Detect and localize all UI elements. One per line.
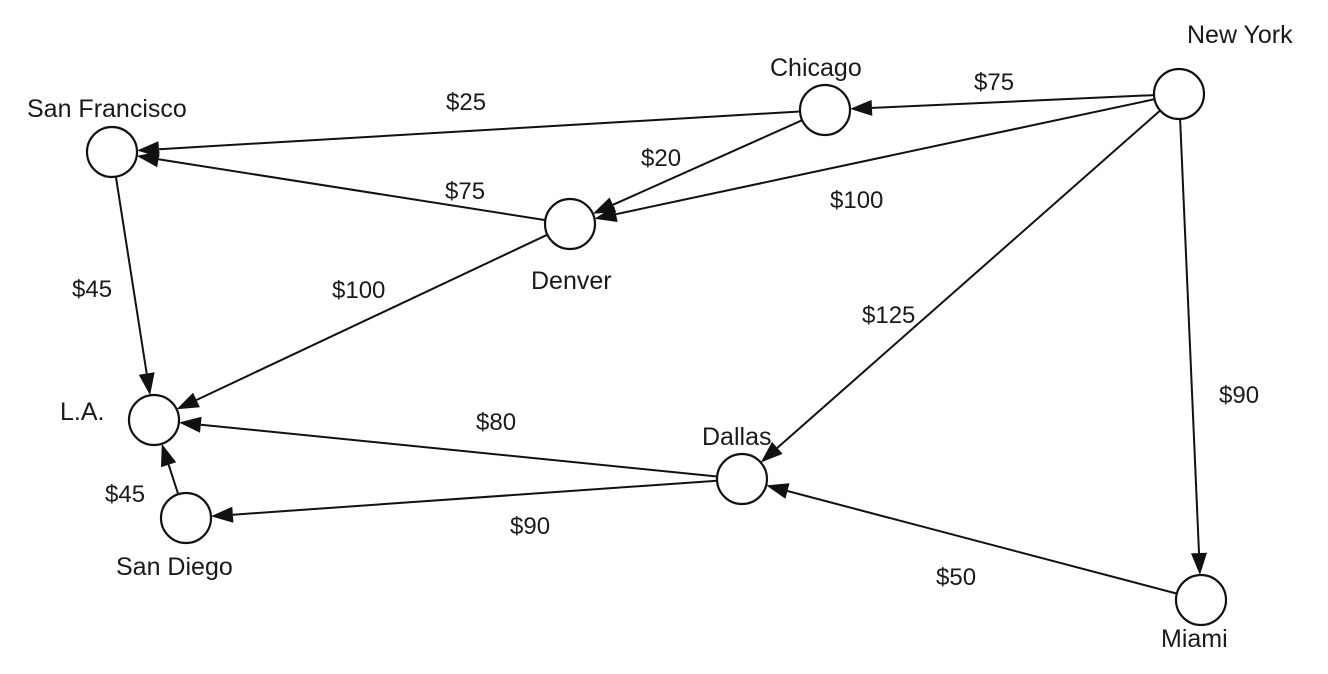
node-miami xyxy=(1174,573,1228,627)
label-chicago: Chicago xyxy=(770,54,862,82)
arrowhead-dallas-sandiego xyxy=(210,506,234,523)
node-layer xyxy=(85,67,1228,627)
arrowhead-sandiego-la xyxy=(161,443,177,468)
label-layer: New York Chicago San Francisco Denver L.… xyxy=(27,21,1293,653)
label-la: L.A. xyxy=(60,398,104,426)
edge-ny-chicago xyxy=(871,94,1155,109)
cost-label-dallas-la: $80 xyxy=(476,409,516,436)
edge-layer xyxy=(114,94,1207,595)
label-dallas: Dallas xyxy=(702,423,771,451)
edge-denver-la xyxy=(196,233,548,401)
cost-label-sandiego-la: $45 xyxy=(105,481,145,508)
edge-ny-dallas xyxy=(776,109,1161,449)
edge-chicago-sf xyxy=(158,110,801,151)
label-denver: Denver xyxy=(531,267,612,295)
node-la xyxy=(127,393,181,447)
arrowhead-sf-la xyxy=(138,372,155,396)
node-chicago xyxy=(798,83,852,137)
cost-label-ny-dallas: $125 xyxy=(862,302,915,329)
node-san-diego xyxy=(159,491,213,545)
edge-ny-denver xyxy=(615,98,1155,216)
node-san-francisco xyxy=(85,125,139,179)
edge-sandiego-la xyxy=(167,464,180,495)
cost-label-chicago-sf: $25 xyxy=(446,89,486,116)
label-san-francisco: San Francisco xyxy=(27,95,187,123)
cost-label-denver-sf: $75 xyxy=(445,178,485,205)
cost-label-miami-dallas: $50 xyxy=(936,564,976,591)
edge-dallas-la xyxy=(200,423,718,478)
label-san-diego: San Diego xyxy=(116,553,233,581)
cost-label-ny-denver: $100 xyxy=(830,187,883,214)
edge-ny-miami xyxy=(1179,118,1200,554)
edge-chicago-denver xyxy=(612,119,803,206)
cost-label-sf-la: $45 xyxy=(72,276,112,303)
arrowhead-miami-dallas xyxy=(766,483,790,499)
arrowhead-ny-dallas xyxy=(760,441,783,463)
arrowhead-denver-sf xyxy=(136,151,160,168)
edge-miami-dallas xyxy=(787,490,1178,595)
arrowhead-ny-denver xyxy=(594,206,618,222)
label-new-york: New York xyxy=(1187,21,1293,49)
arrowhead-ny-miami xyxy=(1191,552,1207,575)
edge-sf-la xyxy=(114,176,148,374)
cost-label-denver-la: $100 xyxy=(332,277,385,304)
edge-denver-sf xyxy=(158,158,546,222)
node-new-york xyxy=(1152,67,1206,121)
node-dallas xyxy=(715,452,769,506)
arrowhead-ny-chicago xyxy=(850,99,873,116)
arrowhead-denver-la xyxy=(176,392,200,410)
arrowhead-dallas-la xyxy=(178,416,202,433)
cost-label-dallas-sandiego: $90 xyxy=(510,513,550,540)
cost-label-ny-chicago: $75 xyxy=(974,69,1014,96)
cost-label-ny-miami: $90 xyxy=(1219,382,1259,409)
cost-label-chicago-denver: $20 xyxy=(641,145,681,172)
node-denver xyxy=(543,197,597,251)
label-miami: Miami xyxy=(1161,625,1228,653)
edge-dallas-sandiego xyxy=(232,479,718,516)
